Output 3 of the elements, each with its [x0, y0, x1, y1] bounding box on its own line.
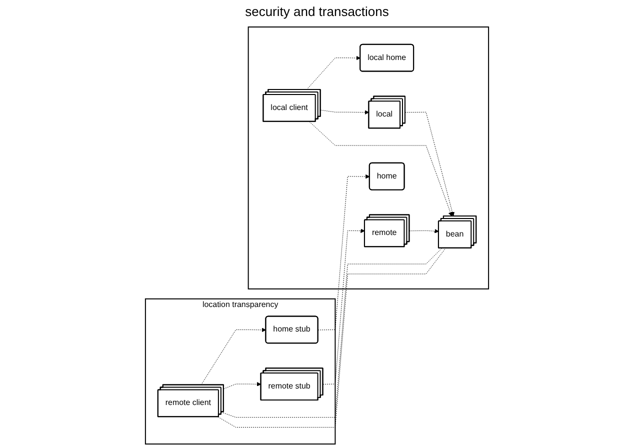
note-text: security and transactions [245, 4, 389, 19]
arrow [320, 110, 370, 115]
cluster [248, 26, 490, 290]
